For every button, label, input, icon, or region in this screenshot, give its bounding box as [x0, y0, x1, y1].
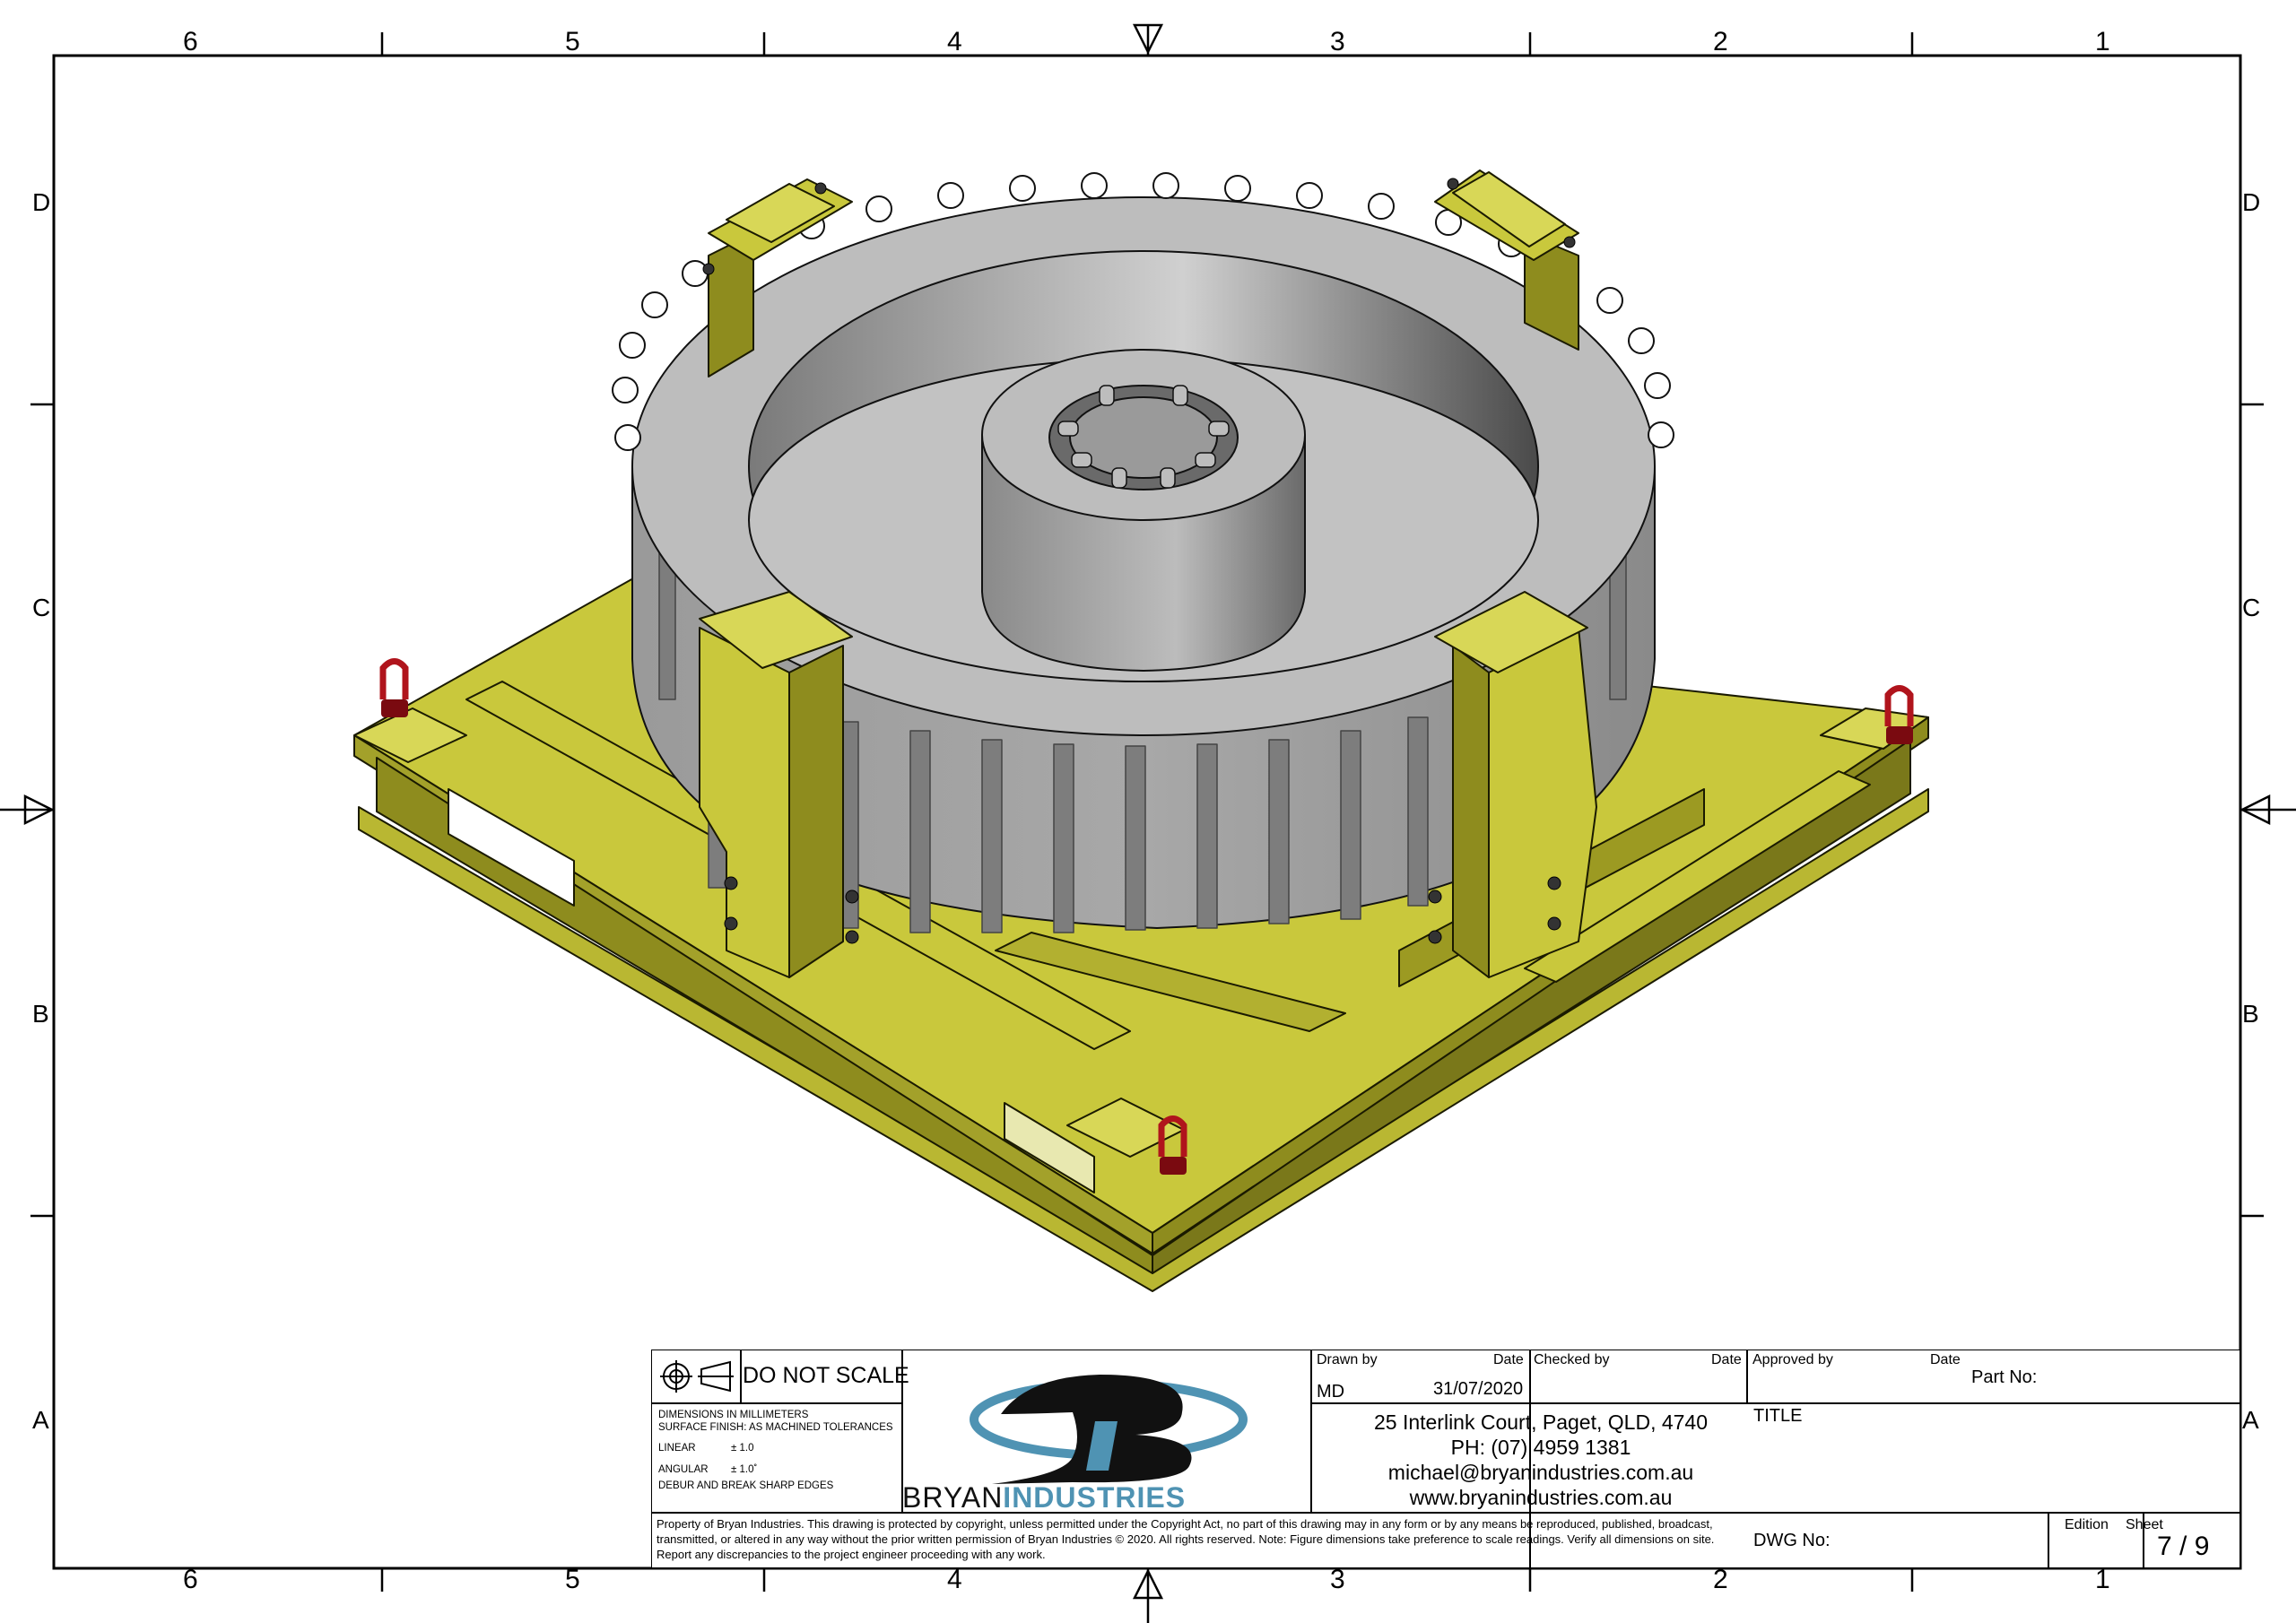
linear-tolerance-label: LINEAR: [658, 1443, 696, 1454]
row-label: D: [32, 188, 51, 216]
part-no-label: Part No:: [1971, 1367, 2038, 1387]
drawn-date-value: 31/07/2020: [1433, 1379, 1524, 1399]
company-name: BRYANINDUSTRIES: [902, 1481, 1186, 1515]
checked-date-label: Date: [1711, 1352, 1742, 1367]
company-phone: PH: (07) 4959 1381: [1450, 1436, 1631, 1459]
dwg-no-label: DWG No:: [1753, 1531, 1831, 1550]
column-label: 5: [565, 27, 580, 56]
sheet-label: Sheet: [2126, 1517, 2163, 1532]
column-label: 6: [183, 1565, 198, 1594]
lifting-shackles: [379, 658, 1914, 1157]
column-label: 3: [1330, 1565, 1345, 1594]
deburr-note: DEBUR AND BREAK SHARP EDGES: [658, 1480, 834, 1491]
edition-label: Edition: [2065, 1517, 2109, 1532]
drawn-by-value: MD: [1317, 1382, 1345, 1402]
company-website: www.bryanindustries.com.au: [1409, 1486, 1673, 1509]
drawn-date-label: Date: [1493, 1352, 1524, 1367]
linear-tolerance-value: ± 1.0: [731, 1443, 754, 1454]
column-label: 5: [565, 1565, 580, 1594]
do-not-scale: DO NOT SCALE: [743, 1363, 909, 1388]
sprocket-gear: [612, 172, 1674, 933]
column-label: 4: [947, 27, 962, 56]
row-label: B: [2242, 1000, 2259, 1028]
company-address: 25 Interlink Court, Paget, QLD, 4740: [1373, 1410, 1709, 1434]
row-label: C: [32, 594, 51, 621]
row-label: D: [2242, 188, 2261, 216]
checked-by-label: Checked by: [1534, 1352, 1610, 1367]
column-label: 1: [2095, 27, 2110, 56]
company-name-bryan: BRYAN: [902, 1481, 1004, 1514]
approved-date-label: Date: [1930, 1352, 1961, 1367]
column-label: 1: [2095, 1565, 2110, 1594]
column-label: 2: [1713, 27, 1728, 56]
row-label: C: [2242, 594, 2261, 621]
approved-by-label: Approved by: [1752, 1352, 1833, 1367]
title-label: TITLE: [1753, 1406, 1803, 1426]
corner-clamps: [699, 169, 1597, 978]
row-label: B: [32, 1000, 49, 1028]
property-notice: Property of Bryan Industries. This drawi…: [657, 1517, 1715, 1561]
general-notes-dimensions: DIMENSIONS IN MILLIMETERS: [658, 1410, 809, 1420]
column-label: 2: [1713, 1565, 1728, 1594]
sheet-number: 7 / 9: [2157, 1532, 2210, 1561]
bryan-industries-logo: [970, 1375, 1248, 1484]
column-label: 6: [183, 27, 198, 56]
drawn-by-label: Drawn by: [1317, 1352, 1378, 1367]
column-label: 3: [1330, 27, 1345, 56]
general-notes-finish: SURFACE FINISH: AS MACHINED TOLERANCES: [658, 1422, 893, 1433]
company-name-industries: INDUSTRIES: [1003, 1481, 1187, 1514]
angular-tolerance-value: ± 1.0˚: [731, 1464, 758, 1475]
title-block: [651, 1350, 2240, 1568]
angular-tolerance-label: ANGULAR: [658, 1464, 709, 1475]
company-email: michael@bryanindustries.com.au: [1387, 1461, 1694, 1484]
row-label: A: [2242, 1406, 2259, 1434]
column-label: 4: [947, 1565, 962, 1594]
third-angle-projection-icon: [660, 1360, 734, 1393]
row-label: A: [32, 1406, 49, 1434]
spline-bore: [1048, 385, 1239, 490]
